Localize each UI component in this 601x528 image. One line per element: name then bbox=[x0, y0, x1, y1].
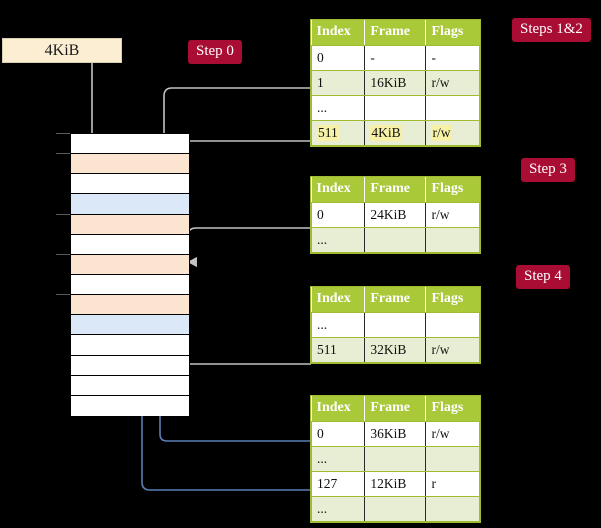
cell-frame bbox=[364, 312, 427, 338]
column-header-frame: Frame bbox=[364, 287, 427, 313]
table-row: 511 4KiB r/w bbox=[310, 120, 480, 146]
memory-frame-row bbox=[71, 234, 189, 255]
step-label-step0: Step 0 bbox=[188, 40, 242, 64]
cell-flags: r/w bbox=[425, 120, 480, 146]
table-row: 0-- bbox=[310, 45, 480, 71]
step-label-step4: Step 4 bbox=[516, 265, 570, 289]
column-header-index: Index bbox=[311, 287, 366, 313]
cell-frame bbox=[364, 95, 427, 121]
cell-frame bbox=[364, 446, 427, 472]
highlighted-value: 511 bbox=[317, 124, 339, 141]
cell-index: 0 bbox=[310, 421, 366, 447]
table-row: ... bbox=[310, 95, 480, 121]
page-frame-box: 4KiB bbox=[2, 38, 122, 63]
column-header-index: Index bbox=[311, 20, 366, 46]
column-header-index: Index bbox=[311, 396, 366, 422]
memory-tick bbox=[56, 213, 70, 215]
memory-frame-row bbox=[71, 295, 189, 316]
column-header-index: Index bbox=[311, 177, 366, 203]
table-row: ... bbox=[310, 227, 480, 253]
column-header-flags: Flags bbox=[425, 396, 480, 422]
memory-frame-row bbox=[71, 335, 189, 356]
memory-frame-row bbox=[71, 194, 189, 215]
cell-frame bbox=[364, 227, 427, 253]
wire-l3-row0-out bbox=[187, 227, 311, 268]
memory-frame-row bbox=[71, 355, 189, 376]
table-row: ... bbox=[310, 312, 480, 338]
column-header-flags: Flags bbox=[425, 287, 480, 313]
cell-frame: 4KiB bbox=[364, 120, 427, 146]
column-header-frame: Frame bbox=[364, 20, 427, 46]
cell-frame: - bbox=[364, 45, 427, 71]
memory-frame-row bbox=[71, 214, 189, 235]
step-label-step3: Step 3 bbox=[521, 158, 575, 182]
cell-frame bbox=[364, 496, 427, 522]
cell-flags: r/w bbox=[425, 202, 480, 228]
memory-frame-row bbox=[71, 134, 189, 155]
cell-frame: 32KiB bbox=[364, 337, 427, 363]
column-header-flags: Flags bbox=[425, 20, 480, 46]
step-label-step12: Steps 1&2 bbox=[512, 18, 591, 42]
memory-frame-row bbox=[71, 375, 189, 396]
physical-memory-column bbox=[70, 133, 190, 416]
memory-frame-row bbox=[71, 154, 189, 175]
memory-frame-row bbox=[71, 254, 189, 275]
cell-index: 511 bbox=[310, 120, 366, 146]
cell-index: 511 bbox=[310, 337, 366, 363]
cell-index: 0 bbox=[310, 45, 366, 71]
memory-tick bbox=[56, 294, 70, 296]
cell-index: ... bbox=[310, 95, 366, 121]
cell-frame: 36KiB bbox=[364, 421, 427, 447]
cell-flags: r/w bbox=[425, 70, 480, 96]
memory-tick bbox=[56, 153, 70, 155]
column-header-frame: Frame bbox=[364, 396, 427, 422]
cell-flags bbox=[425, 496, 480, 522]
cell-index: ... bbox=[310, 496, 366, 522]
cell-flags bbox=[425, 227, 480, 253]
cell-index: ... bbox=[310, 227, 366, 253]
cell-flags bbox=[425, 312, 480, 338]
memory-frame-row bbox=[71, 174, 189, 195]
highlighted-value: 4KiB bbox=[370, 124, 402, 141]
memory-tick bbox=[56, 133, 70, 134]
cell-index: 1 bbox=[310, 70, 366, 96]
table-row: ... bbox=[310, 496, 480, 522]
highlighted-value: r/w bbox=[431, 124, 452, 141]
cell-flags bbox=[425, 95, 480, 121]
cell-index: 127 bbox=[310, 471, 366, 497]
cell-frame: 24KiB bbox=[364, 202, 427, 228]
cell-flags bbox=[425, 446, 480, 472]
cell-flags: r bbox=[425, 471, 480, 497]
cell-frame: 12KiB bbox=[364, 471, 427, 497]
memory-frame-row bbox=[71, 395, 189, 416]
cell-flags: - bbox=[425, 45, 480, 71]
cell-index: ... bbox=[310, 312, 366, 338]
column-header-frame: Frame bbox=[364, 177, 427, 203]
column-header-flags: Flags bbox=[425, 177, 480, 203]
cell-index: 0 bbox=[310, 202, 366, 228]
page-frame-label: 4KiB bbox=[44, 41, 80, 59]
memory-tick bbox=[56, 253, 70, 255]
cell-flags: r/w bbox=[425, 337, 480, 363]
table-row: ... bbox=[310, 446, 480, 472]
cell-flags: r/w bbox=[425, 421, 480, 447]
cell-frame: 16KiB bbox=[364, 70, 427, 96]
cell-index: ... bbox=[310, 446, 366, 472]
memory-frame-row bbox=[71, 315, 189, 336]
wire-l2-row511-out bbox=[169, 309, 311, 365]
memory-frame-row bbox=[71, 275, 189, 296]
